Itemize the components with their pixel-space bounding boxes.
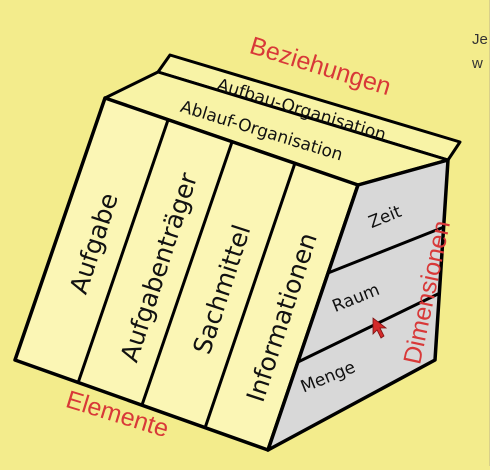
column-divider (76, 119, 170, 384)
side-paragraph-line: w (472, 55, 483, 72)
side-paragraph-line: Je (472, 31, 488, 48)
column-divider (140, 141, 234, 406)
row-divider (297, 291, 441, 364)
column-divider (203, 162, 297, 429)
cube (13, 53, 462, 452)
row-divider (327, 225, 445, 275)
mouse-pointer-icon (372, 317, 388, 339)
side-paragraph-fragment: Je w (472, 28, 488, 76)
